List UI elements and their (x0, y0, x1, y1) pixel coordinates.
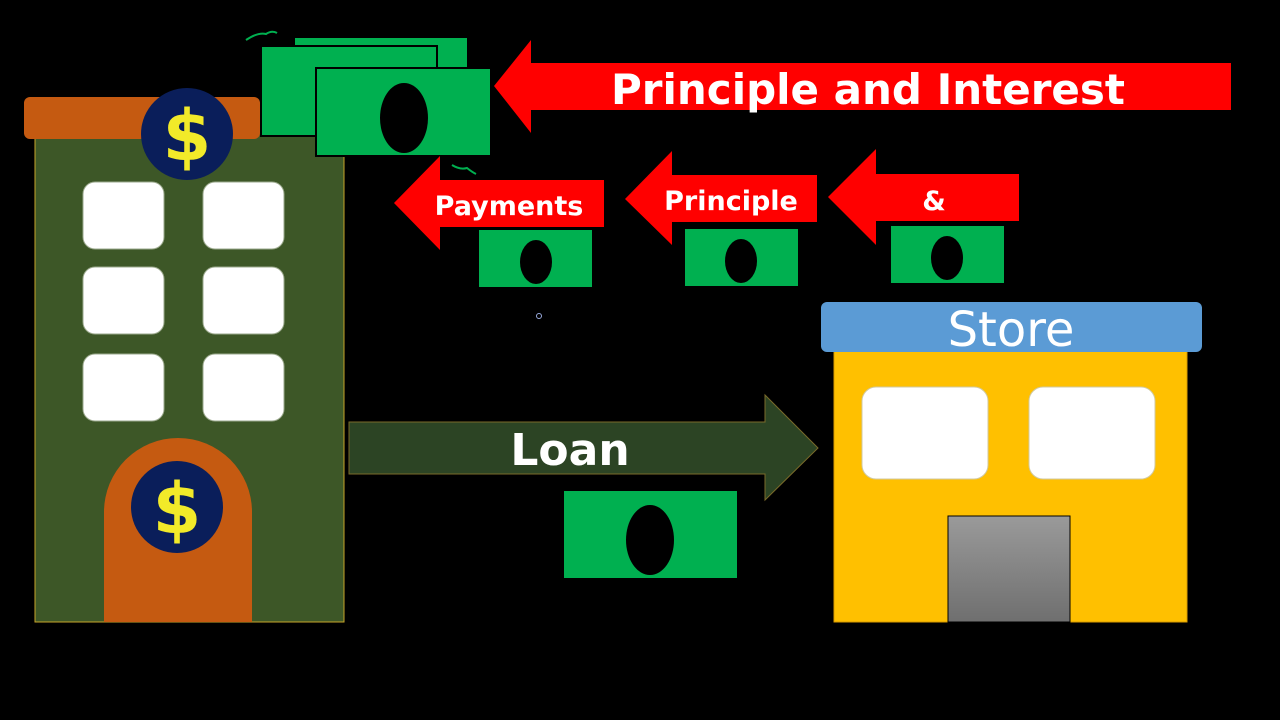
pointer-marker (536, 313, 542, 319)
banknote-icon (479, 230, 592, 287)
banknote-icon (564, 491, 737, 578)
payments-label: Payments (435, 191, 584, 222)
store-label: Store (948, 302, 1075, 358)
store-sign (821, 302, 1202, 352)
bank-window (202, 266, 285, 335)
ampersand-arrow: & (828, 149, 1019, 245)
principle-and-interest-arrow: Principle and Interest (494, 40, 1231, 133)
banknote-icon (891, 226, 1004, 283)
dollar-coin-icon: $ (131, 461, 223, 553)
bank-window (82, 181, 165, 250)
ampersand-label: & (922, 186, 946, 217)
banknote-stack-icon (245, 30, 492, 175)
bank-building-icon: $ $ (24, 88, 345, 623)
bank-window (82, 266, 165, 335)
bank-windows (82, 181, 285, 422)
store-window (1028, 386, 1156, 480)
bank-window (202, 181, 285, 250)
principle-arrow: Principle (625, 151, 817, 245)
banknote-icon (685, 229, 798, 286)
store-door (947, 515, 1071, 623)
bank-window (202, 353, 285, 422)
store-window (861, 386, 989, 480)
loan-label: Loan (510, 425, 629, 476)
principle-and-interest-label: Principle and Interest (611, 65, 1125, 114)
dollar-coin-icon: $ (141, 88, 233, 180)
roof-dollar-sign: $ (163, 95, 212, 177)
bank-window (82, 353, 165, 422)
payments-arrow: Payments (394, 156, 604, 250)
principle-label: Principle (664, 186, 798, 217)
store-building-icon: Store (821, 302, 1202, 623)
loan-arrow: Loan (348, 393, 819, 502)
door-dollar-sign: $ (153, 468, 202, 550)
